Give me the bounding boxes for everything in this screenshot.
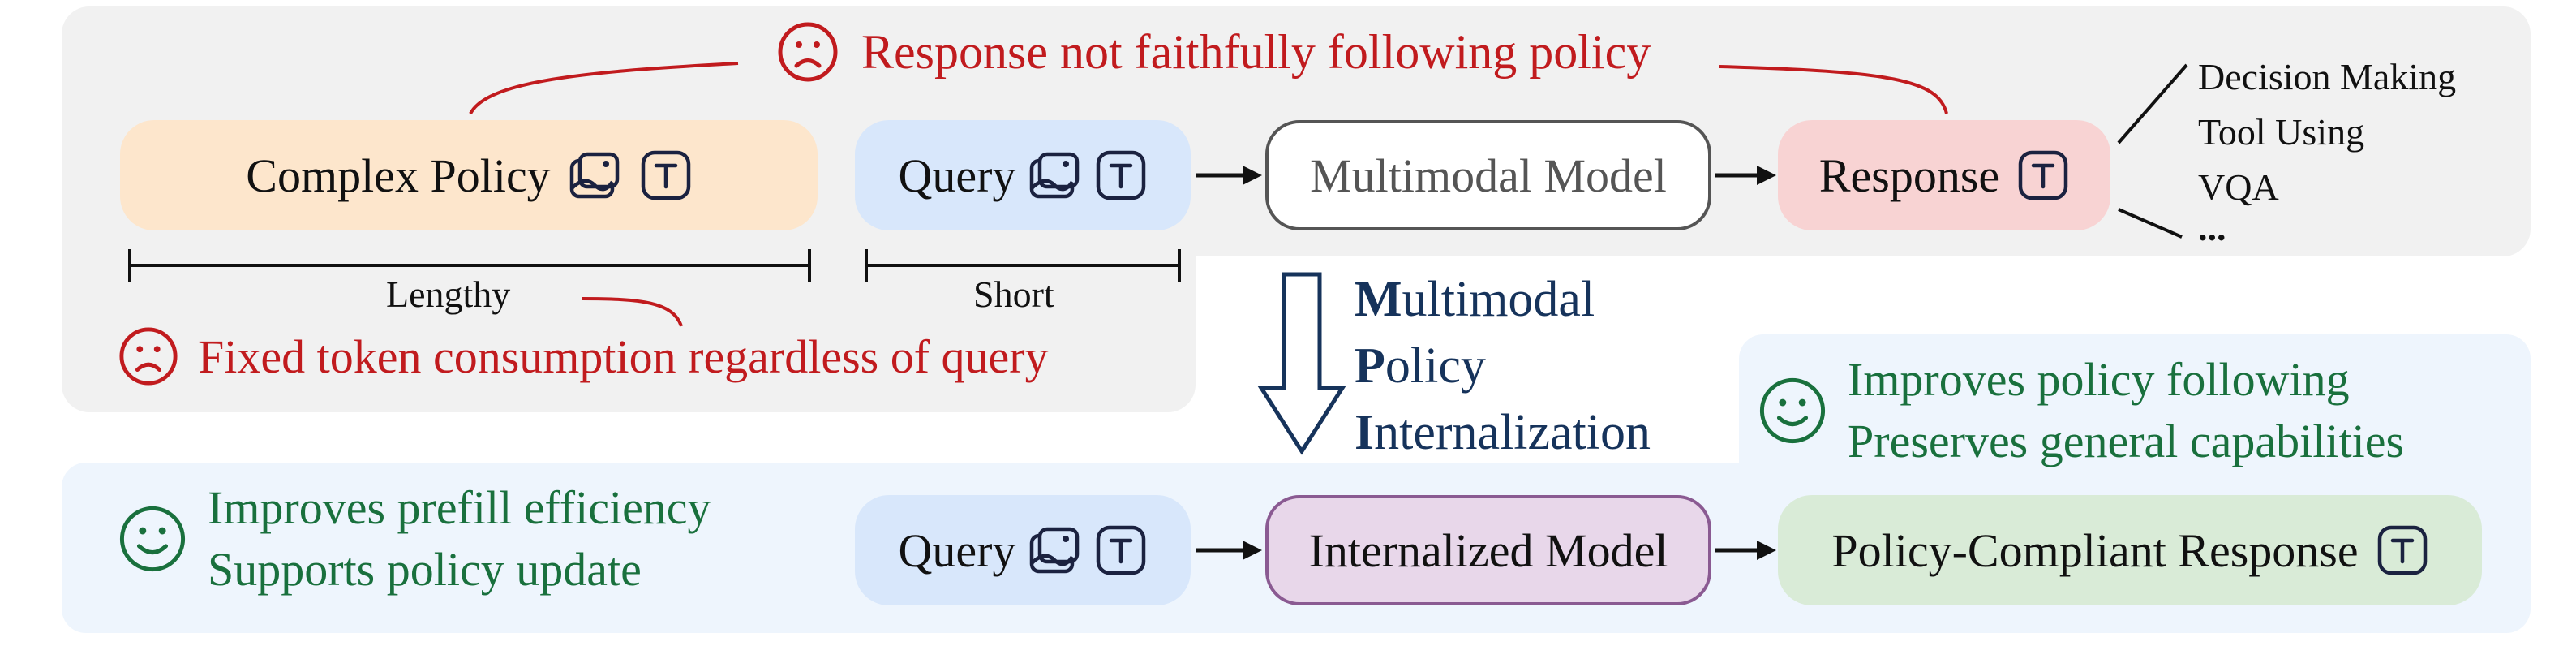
query-box-top: Query	[855, 120, 1191, 230]
compliant-response-box: Policy-Compliant Response	[1778, 495, 2482, 605]
response-label: Response	[1818, 149, 2000, 202]
query-label-top: Query	[898, 149, 1016, 202]
benefit-policy-update: Supports policy update	[208, 543, 642, 596]
task-vqa: VQA	[2198, 166, 2279, 208]
arrow-right-icon	[1715, 166, 1776, 185]
image-icon	[1030, 527, 1080, 574]
complex-policy-box: Complex Policy	[120, 120, 818, 230]
lengthy-label: Lengthy	[386, 274, 511, 315]
benefits-right: Improves policy following Preserves gene…	[1758, 349, 2404, 472]
smile-face-icon	[1759, 377, 1826, 444]
compliant-response-label: Policy-Compliant Response	[1831, 523, 2359, 577]
text-icon	[1097, 525, 1146, 575]
response-box: Response	[1778, 120, 2110, 230]
policy-warning-curve	[469, 62, 739, 114]
warning-token: Fixed token consumption regardless of qu…	[118, 326, 1049, 386]
benefit-policy-following: Improves policy following	[1848, 353, 2350, 406]
text-icon	[2018, 150, 2068, 200]
multimodal-model-box: Multimodal Model	[1265, 120, 1711, 230]
response-warning-curve	[1719, 65, 1948, 114]
warning-response: Response not faithfully following policy	[777, 21, 1651, 83]
task-line-lower	[2118, 208, 2183, 239]
lengthy-warning-curve	[582, 297, 683, 327]
hollow-arrow-down-icon	[1257, 272, 1346, 455]
short-label: Short	[973, 274, 1054, 315]
mpi-line-2: Policy	[1355, 338, 1486, 394]
frown-face-icon	[119, 327, 178, 386]
query-label-bottom: Query	[898, 523, 1016, 577]
text-icon	[1097, 150, 1146, 200]
arrow-right-icon	[1196, 166, 1262, 185]
task-decision-making: Decision Making	[2198, 56, 2457, 97]
mpi-line-3: Internalization	[1355, 405, 1651, 460]
mpi-line-1: Multimodal	[1355, 272, 1595, 327]
arrow-right-icon	[1196, 541, 1262, 560]
complex-policy-label: Complex Policy	[246, 149, 551, 202]
frown-face-icon	[778, 22, 838, 82]
task-line-upper	[2117, 63, 2188, 144]
internalized-model-label: Internalized Model	[1308, 523, 1668, 577]
arrow-right-icon	[1715, 541, 1776, 560]
query-box-bottom: Query	[855, 495, 1191, 605]
image-icon	[1030, 152, 1080, 199]
internalized-model-box: Internalized Model	[1265, 495, 1711, 605]
mpi-label: Multimodal Policy Internalization	[1355, 266, 1651, 466]
multimodal-model-label: Multimodal Model	[1310, 149, 1667, 202]
top-left-panel-extension	[62, 211, 1196, 412]
smile-face-icon	[119, 506, 186, 572]
text-icon	[641, 150, 690, 200]
image-icon	[569, 152, 619, 199]
benefits-left: Improves prefill efficiency Supports pol…	[118, 477, 711, 601]
benefit-prefill-efficiency: Improves prefill efficiency	[208, 481, 711, 534]
benefit-general-capabilities: Preserves general capabilities	[1848, 415, 2405, 467]
text-icon	[2377, 525, 2427, 575]
bottom-right-panel-extension	[1739, 334, 2531, 497]
task-tool-using: Tool Using	[2198, 111, 2365, 153]
task-more: ...	[2198, 207, 2226, 248]
